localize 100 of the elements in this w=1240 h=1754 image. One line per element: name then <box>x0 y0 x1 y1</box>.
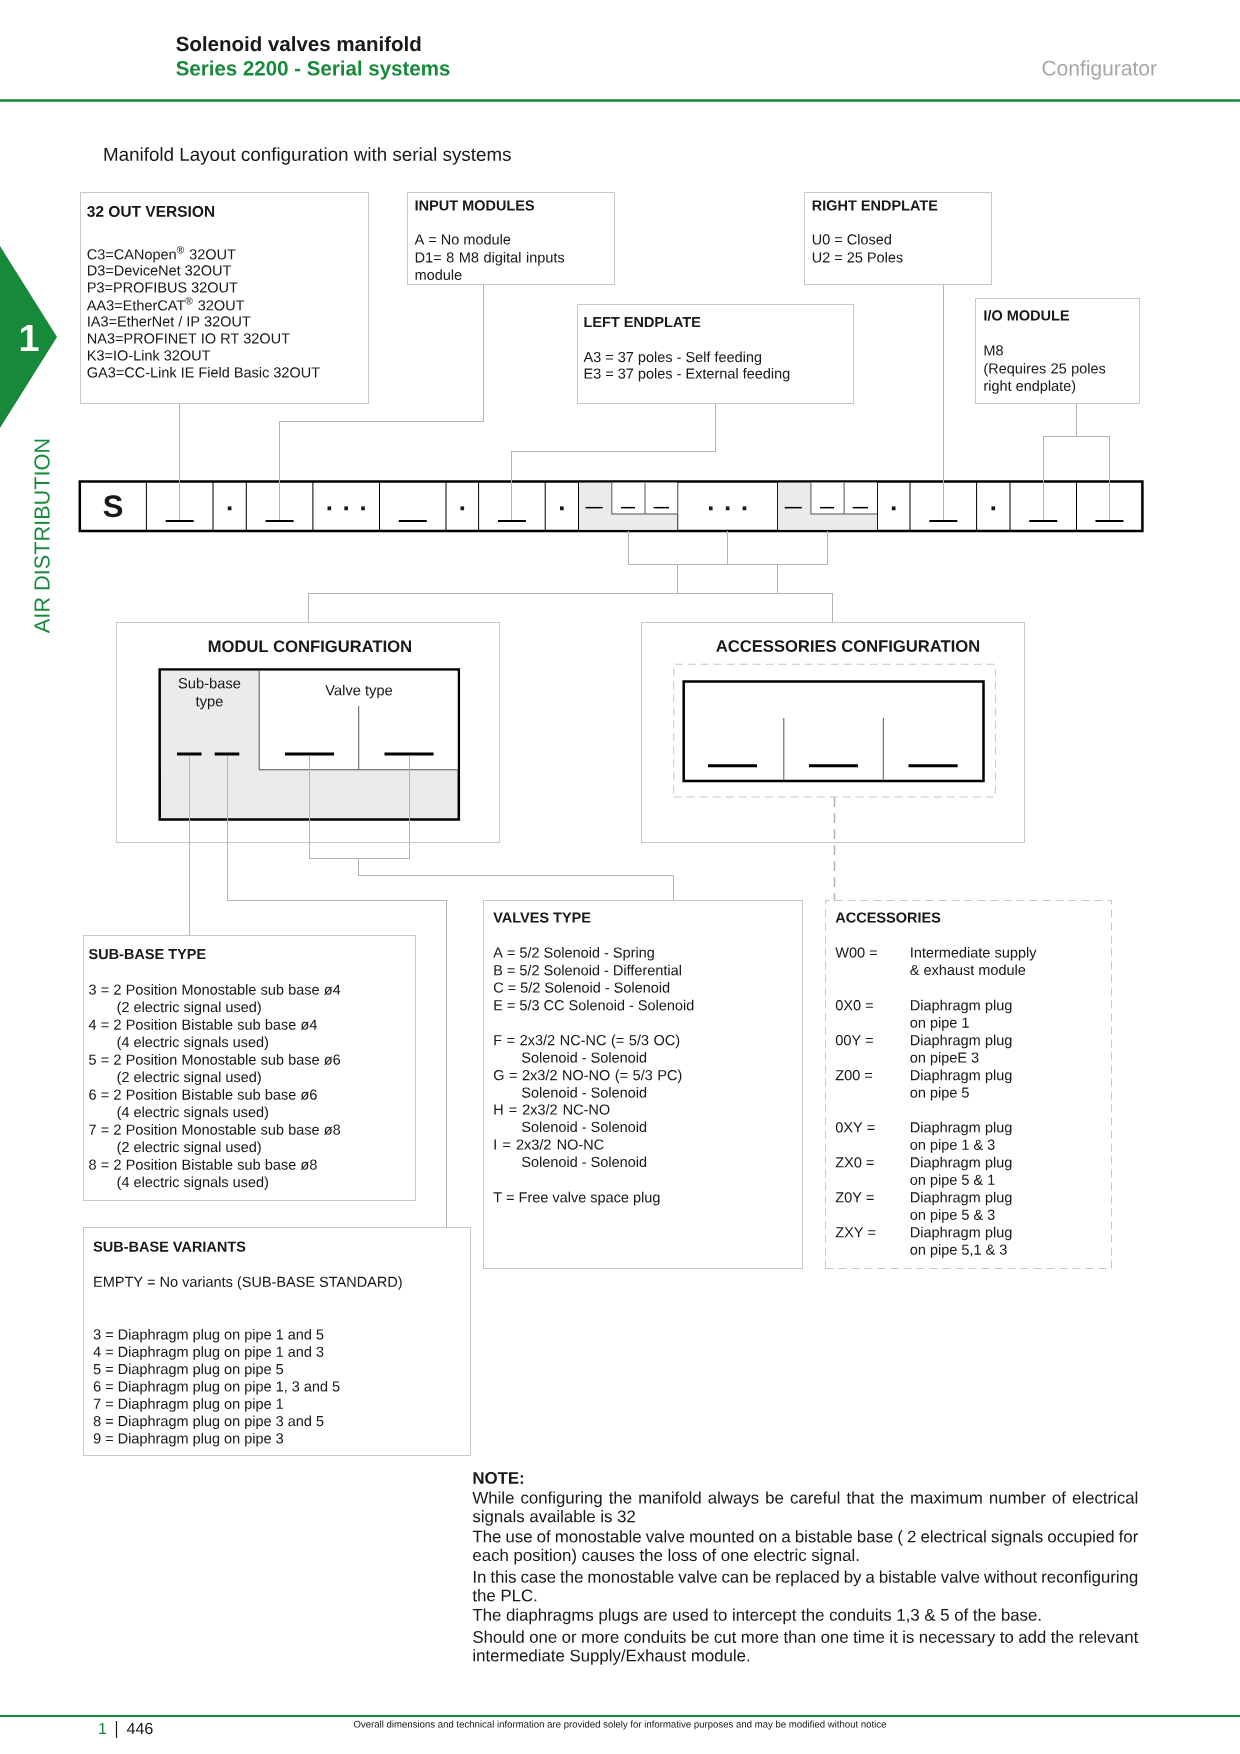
list-item: 3 = 2 Position Monostable sub base ø4 (2 electric signal used) <box>89 984 341 1016</box>
list-item: F = 2x3/2 NC-NC (= 5/3 OC) Solenoid - Solenoid <box>494 1034 680 1063</box>
list-item: 8 = 2 Position Bistable sub base ø8 (4 electric signals used) <box>89 1159 317 1191</box>
chapter-number: 1 <box>99 1723 107 1734</box>
note-text: In this case the monostable valve can be replaced by a bistable valve without reconfiguring the PLC. <box>472 1570 1138 1602</box>
info-panel <box>804 192 992 285</box>
list-item: C = 5/2 Solenoid - Solenoid <box>493 982 670 993</box>
panel-heading: VALVES TYPE <box>493 912 591 923</box>
connector-line <box>308 530 833 623</box>
config-panel <box>641 622 1025 843</box>
header-subtitle: Series 2200 - Serial systems <box>176 60 450 80</box>
fill-in-line <box>1029 520 1058 522</box>
note-text: The diaphragms plugs are used to intercept the conduits 1,3 & 5 of the base. <box>472 1608 1041 1625</box>
code-field <box>160 670 260 770</box>
list-item: T = Free valve space plug <box>493 1191 660 1206</box>
list-item: H = 2x3/2 NC-NO Solenoid - Solenoid <box>494 1104 647 1133</box>
list-item: 9 = Diaphragm plug on pipe 3 <box>93 1432 284 1447</box>
panel-heading: SUB-BASE TYPE <box>88 948 206 960</box>
panel-heading: SUB-BASE VARIANTS <box>93 1241 246 1252</box>
field-label: Sub-base type <box>178 677 241 710</box>
fill-in-line <box>1095 520 1124 522</box>
fill-in-line <box>265 520 294 522</box>
list-item: U0 = Closed <box>812 233 891 245</box>
option-description: Diaphragm plug on pipe 5 & 3 <box>910 1191 1012 1223</box>
note-heading: NOTE: <box>473 1472 524 1484</box>
connector-line <box>179 403 180 521</box>
connector-line <box>1043 403 1110 521</box>
info-panel <box>825 900 1112 1269</box>
option-code: 0X0 = <box>835 1000 873 1011</box>
field-label: Valve type <box>325 684 393 699</box>
separator-dot: . <box>460 506 465 511</box>
connector-line <box>189 755 190 936</box>
fill-in-line <box>165 520 194 522</box>
panel-heading: 32 OUT VERSION <box>87 205 215 217</box>
list-item: 4 = 2 Position Bistable sub base ø4 (4 electric signals used) <box>88 1019 317 1051</box>
info-panel <box>83 1227 471 1456</box>
option-description: Diaphragm plug on pipeE 3 <box>910 1034 1012 1066</box>
tab-number: 1 <box>20 324 39 352</box>
list-item: E = 5/3 CC Solenoid - Solenoid <box>494 999 694 1011</box>
diagram-title: Manifold Layout configuration with serial systems <box>104 147 511 165</box>
option-code: ZX0 = <box>835 1157 874 1168</box>
connector-line <box>511 403 716 521</box>
section-title: AIR DISTRIBUTION <box>34 439 50 634</box>
connector-line <box>279 284 484 521</box>
note-text: While configuring the manifold always be careful that the maximum number of electrical signals available is 32 <box>472 1491 1138 1526</box>
option-code: Z00 = <box>835 1070 873 1081</box>
option-description: Diaphragm plug on pipe 1 <box>910 999 1012 1031</box>
page-number: 446 <box>127 1722 153 1735</box>
fill-in-line <box>929 520 958 522</box>
list-item: P3=PROFIBUS 32OUT <box>88 282 238 293</box>
option-code: ZXY = <box>835 1227 876 1238</box>
option-code: W00 = <box>835 947 877 958</box>
option-description: Diaphragm plug on pipe 1 & 3 <box>910 1121 1012 1153</box>
config-panel <box>116 622 500 843</box>
option-code: 0XY = <box>835 1122 875 1133</box>
list-item: 7 = 2 Position Monostable sub base ø8 (2 electric signal used) <box>89 1124 341 1156</box>
ellipsis: . . . <box>327 506 365 511</box>
list-item: 6 = 2 Position Bistable sub base ø6 (4 electric signals used) <box>89 1089 317 1121</box>
list-item: A = 5/2 Solenoid - Spring <box>493 947 654 961</box>
header-title: Solenoid valves manifold <box>176 36 421 52</box>
note-text: The use of monostable valve mounted on a bistable base ( 2 electrical signals occupied for each position) causes the loss of one electric signal. <box>472 1530 1138 1565</box>
fill-in-line <box>497 520 526 522</box>
panel-heading: ACCESSORIES <box>835 912 941 923</box>
list-item: B = 5/2 Solenoid - Differential <box>494 964 681 976</box>
connector-line <box>227 755 447 1228</box>
separator-dot: . <box>991 506 996 511</box>
list-item: EMPTY = No variants (SUB-BASE STANDARD) <box>94 1276 402 1290</box>
connector-line <box>833 796 836 902</box>
list-item: A3 = 37 poles - Self feeding <box>583 351 762 366</box>
separator-dot: . <box>227 506 232 511</box>
fill-in-line <box>809 764 858 768</box>
list-item: 4 = Diaphragm plug on pipe 1 and 3 <box>93 1346 324 1360</box>
list-item: G = 2x3/2 NO-NO (= 5/3 PC) Solenoid - Solenoid <box>493 1069 682 1098</box>
panel-heading: MODUL CONFIGURATION <box>208 640 411 653</box>
panel-heading: ACCESSORIES CONFIGURATION <box>716 640 980 652</box>
list-item: D3=DeviceNet 32OUT <box>88 264 232 276</box>
list-item: IA3=EtherNet / IP 32OUT <box>88 315 251 327</box>
list-item: 8 = Diaphragm plug on pipe 3 and 5 <box>93 1415 324 1430</box>
option-description: Diaphragm plug on pipe 5 <box>910 1069 1012 1101</box>
option-code: 00Y = <box>835 1035 873 1046</box>
option-description: Diaphragm plug on pipe 5,1 & 3 <box>910 1226 1012 1258</box>
list-item: 5 = 2 Position Monostable sub base ø6 (2 electric signal used) <box>89 1054 341 1086</box>
list-item: E3 = 37 poles - External feeding <box>584 368 790 382</box>
connector-line <box>943 284 944 521</box>
list-item: AA3=EtherCAT$^{®}$ 32OUT <box>86 297 245 311</box>
dashed-frame <box>673 663 996 798</box>
separator-dot: . <box>891 506 896 511</box>
list-item: (Requires 25 poles right endplate) <box>984 362 1106 394</box>
list-item: K3=IO-Link 32OUT <box>88 349 211 361</box>
list-item: A = No module <box>414 233 511 245</box>
option-description: Diaphragm plug on pipe 5 & 1 <box>910 1156 1012 1188</box>
list-item: U2 = 25 Poles <box>812 251 903 263</box>
note-text: Should one or more conduits be cut more than one time it is necessary to add the relevant intermediate Supply/Exhaust module. <box>473 1630 1139 1665</box>
info-panel <box>483 900 803 1269</box>
list-item: I = 2x3/2 NO-NC Solenoid - Solenoid <box>494 1139 647 1168</box>
disclaimer: Overall dimensions and technical information are provided solely for informative purposes and may be modified without notice <box>353 1720 887 1730</box>
connector-line <box>309 755 674 901</box>
panel-heading: LEFT ENDPLATE <box>584 317 701 327</box>
section-name: Configurator <box>1042 60 1157 80</box>
info-panel <box>975 298 1140 404</box>
